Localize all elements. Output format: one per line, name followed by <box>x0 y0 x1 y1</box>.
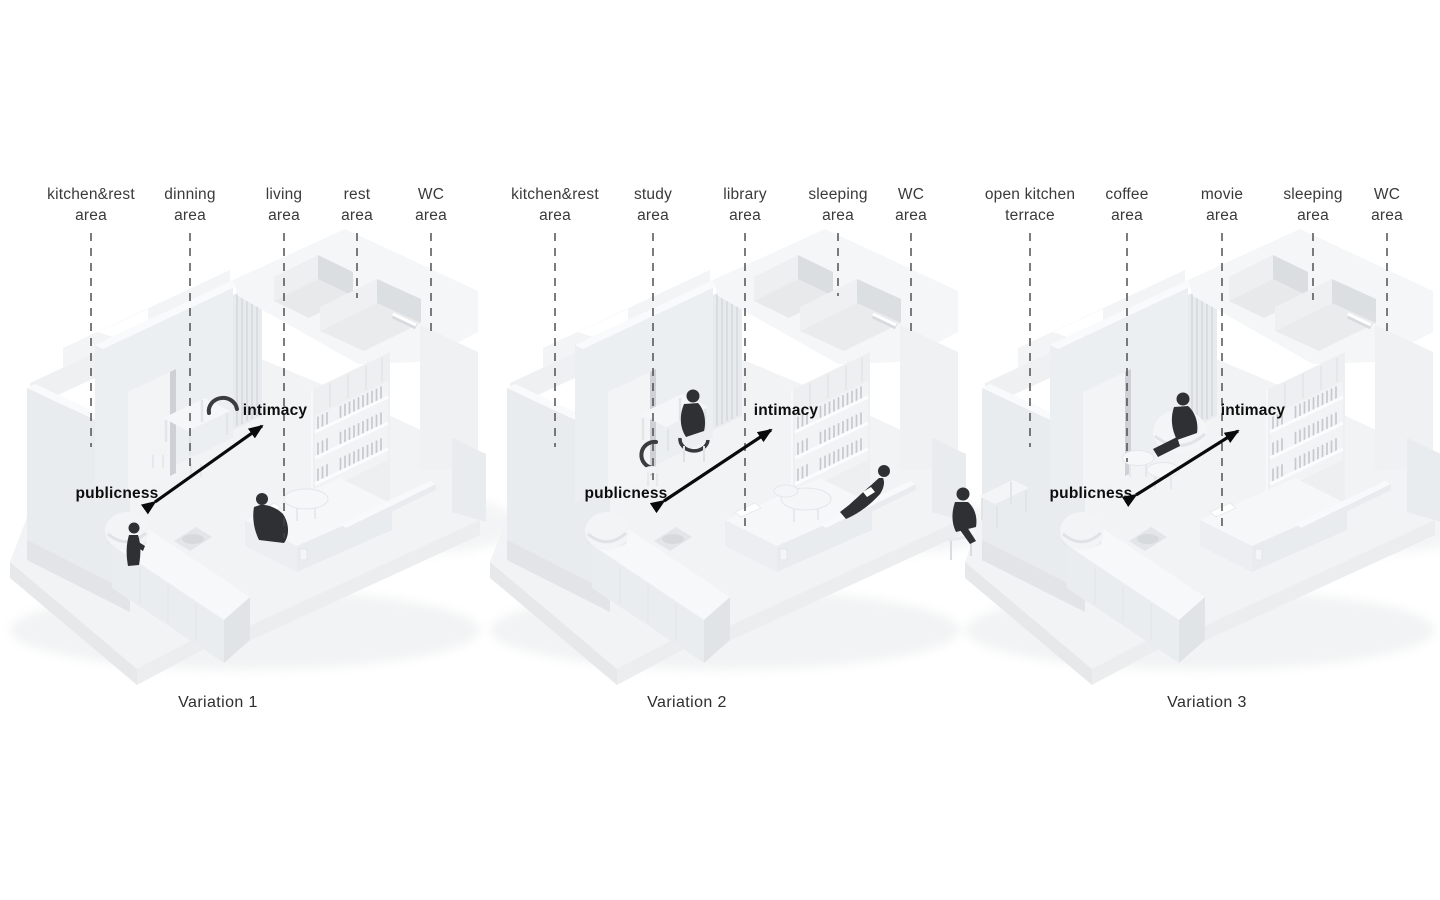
area-label-line1: coffee <box>1105 186 1149 203</box>
terrace-table-icon <box>979 480 1029 528</box>
area-label-v2-wc: WC area <box>895 184 927 226</box>
person-lounging <box>840 465 890 519</box>
publicness-label: publicness <box>584 485 668 502</box>
area-label-v3-wc: WC area <box>1371 184 1403 226</box>
area-label-line1: living <box>265 186 303 203</box>
area-label-line1: kitchen&rest <box>511 186 599 203</box>
publicness-label: publicness <box>1049 485 1133 502</box>
area-label-v1-living: living area <box>266 184 303 226</box>
area-label-line1: dinning <box>164 186 216 203</box>
area-label-line1: WC <box>417 186 445 203</box>
area-label-v3-movie: movie area <box>1201 184 1243 226</box>
area-label-v1-wc: WC area <box>415 184 447 226</box>
area-label-v2-study: study area <box>634 184 672 226</box>
publicness-label: publicness <box>75 485 159 502</box>
area-label-line2: area <box>415 207 447 224</box>
publicness-intimacy-arrows <box>140 424 1240 515</box>
area-label-line2: area <box>637 207 669 224</box>
apartment-model-variation-2 <box>490 229 1000 685</box>
caption-variation-3: Variation 3 <box>1167 694 1247 711</box>
area-label-line1: sleeping <box>808 186 868 203</box>
area-label-line1: open kitchen <box>984 186 1076 203</box>
area-label-v1-rest: rest area <box>341 184 373 226</box>
area-label-line1: rest <box>343 186 371 203</box>
area-label-line2: area <box>1206 207 1238 224</box>
area-label-v3-open-kitchen: open kitchen terrace <box>985 184 1075 226</box>
area-label-line1: sleeping <box>1283 186 1343 203</box>
round-table-icon <box>773 484 832 522</box>
area-label-line1: study <box>633 186 673 203</box>
caption-variation-1: Variation 1 <box>178 694 258 711</box>
area-label-line2: area <box>539 207 571 224</box>
area-label-v2-sleeping: sleeping area <box>808 184 867 226</box>
area-label-line2: area <box>1111 207 1143 224</box>
intimacy-label: intimacy <box>242 402 308 419</box>
area-label-v1-kitchen-rest: kitchen&rest area <box>47 184 135 226</box>
area-label-line1: kitchen&rest <box>47 186 135 203</box>
apartment-model-variation-1 <box>10 229 520 685</box>
intimacy-label: intimacy <box>1220 402 1286 419</box>
area-label-v1-dinning: dinning area <box>164 184 215 226</box>
round-table-icon <box>283 488 329 521</box>
area-label-line2: area <box>174 207 206 224</box>
area-label-line2: area <box>822 207 854 224</box>
area-label-line2: area <box>729 207 761 224</box>
area-label-v3-sleeping: sleeping area <box>1283 184 1342 226</box>
area-label-line2: area <box>268 207 300 224</box>
intimacy-label: intimacy <box>753 402 819 419</box>
area-label-line2: area <box>895 207 927 224</box>
area-label-line2: area <box>75 207 107 224</box>
area-label-line1: WC <box>897 186 925 203</box>
area-label-line2: area <box>341 207 373 224</box>
area-label-line2: terrace <box>1005 207 1055 224</box>
chair-back-icon <box>206 395 239 415</box>
caption-variation-2: Variation 2 <box>647 694 727 711</box>
area-label-line1: movie <box>1200 186 1244 203</box>
area-label-line1: WC <box>1373 186 1401 203</box>
area-label-v2-kitchen-rest: kitchen&rest area <box>511 184 599 226</box>
person-on-terrace-chair <box>947 487 977 560</box>
area-label-v3-coffee: coffee area <box>1105 184 1148 226</box>
area-label-line1: library <box>723 186 767 203</box>
area-label-v2-library: library area <box>723 184 767 226</box>
area-label-line2: area <box>1371 207 1403 224</box>
area-label-line2: area <box>1297 207 1329 224</box>
person-standing-kitchen <box>126 522 145 566</box>
